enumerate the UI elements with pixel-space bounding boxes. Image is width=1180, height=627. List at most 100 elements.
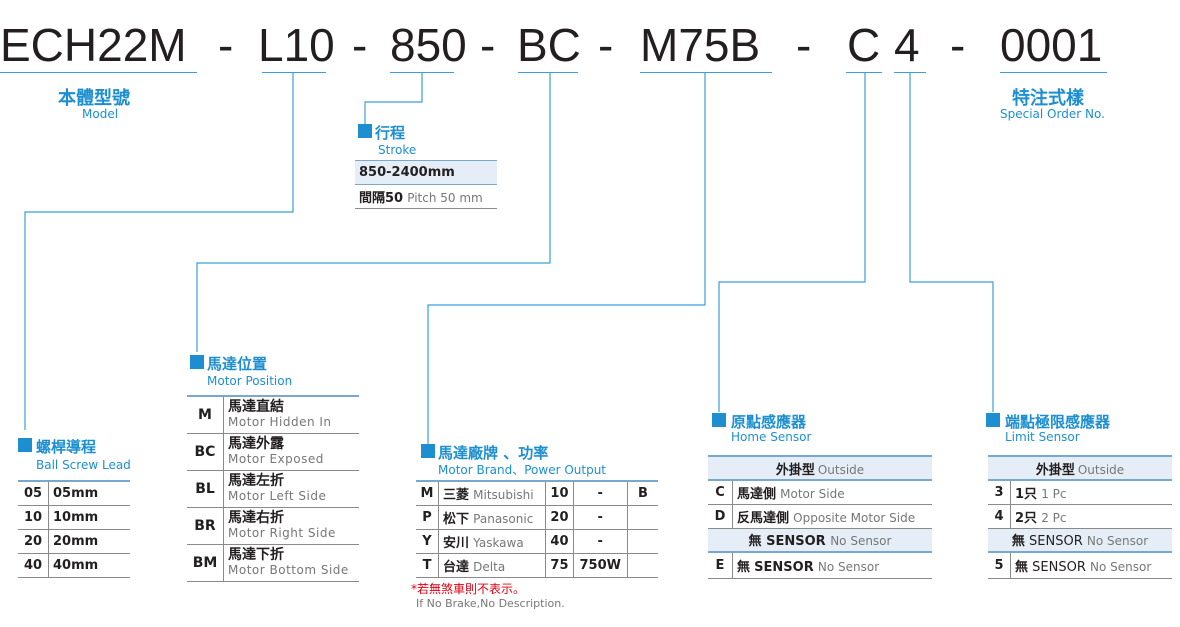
limit-desc-cn: 2只 [1015, 510, 1038, 526]
stroke-label-en: Stroke [378, 143, 417, 157]
stroke-table: 850-2400mm 間隔50 Pitch 50 mm [355, 160, 497, 209]
lead-value: 05mm [48, 481, 130, 506]
position-desc-en: Motor Bottom Side [228, 562, 349, 577]
position-marker [190, 355, 204, 369]
brake-cell: B [627, 481, 658, 506]
lead-value: 10mm [48, 505, 130, 530]
limit-code: 3 [988, 480, 1011, 505]
code-dash-5: - [796, 19, 812, 71]
brand-cn: 安川 [443, 535, 470, 551]
brand-code: M [416, 481, 439, 506]
power-code: 10 [545, 481, 574, 506]
home-none-header: 無 SENSOR No Sensor [708, 527, 932, 553]
code-stroke: 850 [390, 19, 467, 71]
brand-cn: 三菱 [443, 487, 470, 503]
limit-five-code: 5 [988, 552, 1011, 579]
model-label-cn: 本體型號 [58, 88, 130, 109]
underline-limit [894, 72, 926, 73]
lead-value: 40mm [48, 553, 130, 578]
underline-model [0, 72, 197, 73]
motor-note-cn: *若無煞車則不表示。 [411, 582, 526, 596]
power-code: 20 [545, 505, 574, 530]
underline-home [846, 72, 882, 73]
power-value: - [573, 529, 629, 554]
home-header-en: Outside [817, 462, 865, 477]
code-dash-4: - [598, 19, 614, 71]
brand-code: P [416, 505, 439, 530]
motor-note-en: If No Brake,No Description. [416, 597, 565, 610]
limit-desc-en: 2 Pc [1041, 510, 1067, 525]
brake-cell [627, 505, 658, 530]
home-e-desc: 無 SENSOR No Sensor [732, 552, 932, 579]
limit-none-en2: No Sensor [1086, 534, 1149, 549]
code-limit: 4 [894, 19, 920, 71]
position-desc-cn: 馬達直結 [228, 398, 284, 415]
stroke-range: 850-2400mm [355, 160, 497, 185]
brand-en: Panasonic [473, 511, 534, 526]
lead-marker [18, 438, 32, 452]
limit-desc: 1只 1 Pc [1010, 480, 1172, 505]
underline-stroke [390, 72, 454, 73]
position-desc-en: Motor Left Side [228, 488, 327, 503]
position-desc-en: Motor Right Side [228, 525, 336, 540]
brand-name: 台達 Delta [438, 553, 547, 578]
lead-label-en: Ball Screw Lead [36, 458, 131, 472]
position-desc-cn: 馬達外露 [228, 435, 284, 452]
home-code: D [708, 504, 733, 529]
code-position: BC [517, 19, 581, 71]
position-code: BR [187, 507, 224, 545]
power-value: - [573, 481, 629, 506]
brand-cn: 台達 [443, 559, 470, 575]
power-value: 750W [573, 553, 629, 578]
brand-en: Mitsubishi [473, 487, 534, 502]
limit-none-header-row: 無 SENSOR No Sensor [988, 527, 1172, 553]
motor-label-en: Motor Brand、Power Output [438, 463, 607, 477]
limit-five-cn: 無 [1015, 559, 1029, 575]
lead-label-cn: 螺桿導程 [36, 438, 97, 456]
brand-code: Y [416, 529, 439, 554]
brand-code: T [416, 553, 439, 578]
brand-en: Delta [473, 559, 506, 574]
position-desc-en: Motor Hidden In [228, 414, 332, 429]
limit-desc-cn: 1只 [1015, 486, 1038, 502]
position-desc-en: Motor Exposed [228, 451, 324, 466]
home-e-en: SENSOR [754, 559, 814, 575]
home-desc-en: Opposite Motor Side [793, 510, 916, 525]
underline-motor [640, 72, 772, 73]
stroke-pitch-en: Pitch 50 mm [407, 191, 483, 205]
limit-none-header: 無 SENSOR No Sensor [988, 527, 1172, 553]
limit-none-cn: 無 [1011, 534, 1025, 550]
brand-cn: 松下 [443, 511, 470, 527]
limit-none-en: SENSOR [1029, 534, 1083, 550]
brand-name: 三菱 Mitsubishi [438, 481, 547, 506]
lead-code: 10 [18, 505, 49, 530]
code-special: 0001 [1000, 19, 1103, 71]
home-label-en: Home Sensor [731, 430, 812, 444]
underline-special [1000, 72, 1107, 73]
